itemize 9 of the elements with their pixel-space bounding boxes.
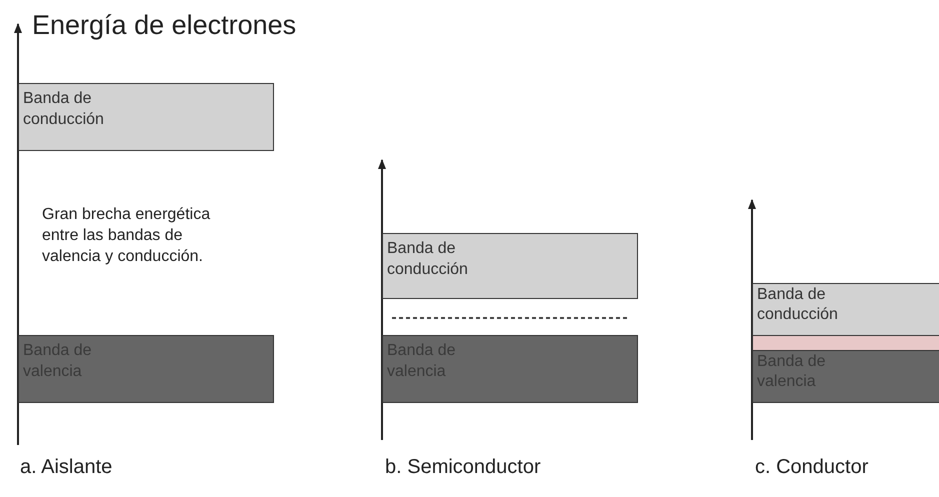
panel-caption: b. Semiconductor — [385, 455, 542, 480]
conduction-band: Banda de conducción — [18, 83, 274, 151]
title: Energía de electrones — [32, 10, 296, 41]
conduction-band: Banda de conducción — [752, 283, 939, 336]
panel-caption: a. Aislante — [20, 455, 114, 480]
conduction-band: Banda de conducción — [382, 233, 638, 299]
panel-caption: c. Conductor — [755, 455, 870, 480]
overlap-band — [752, 335, 939, 351]
gap-note: Gran brecha energética entre las bandas de valencia y conducción. — [42, 205, 212, 267]
